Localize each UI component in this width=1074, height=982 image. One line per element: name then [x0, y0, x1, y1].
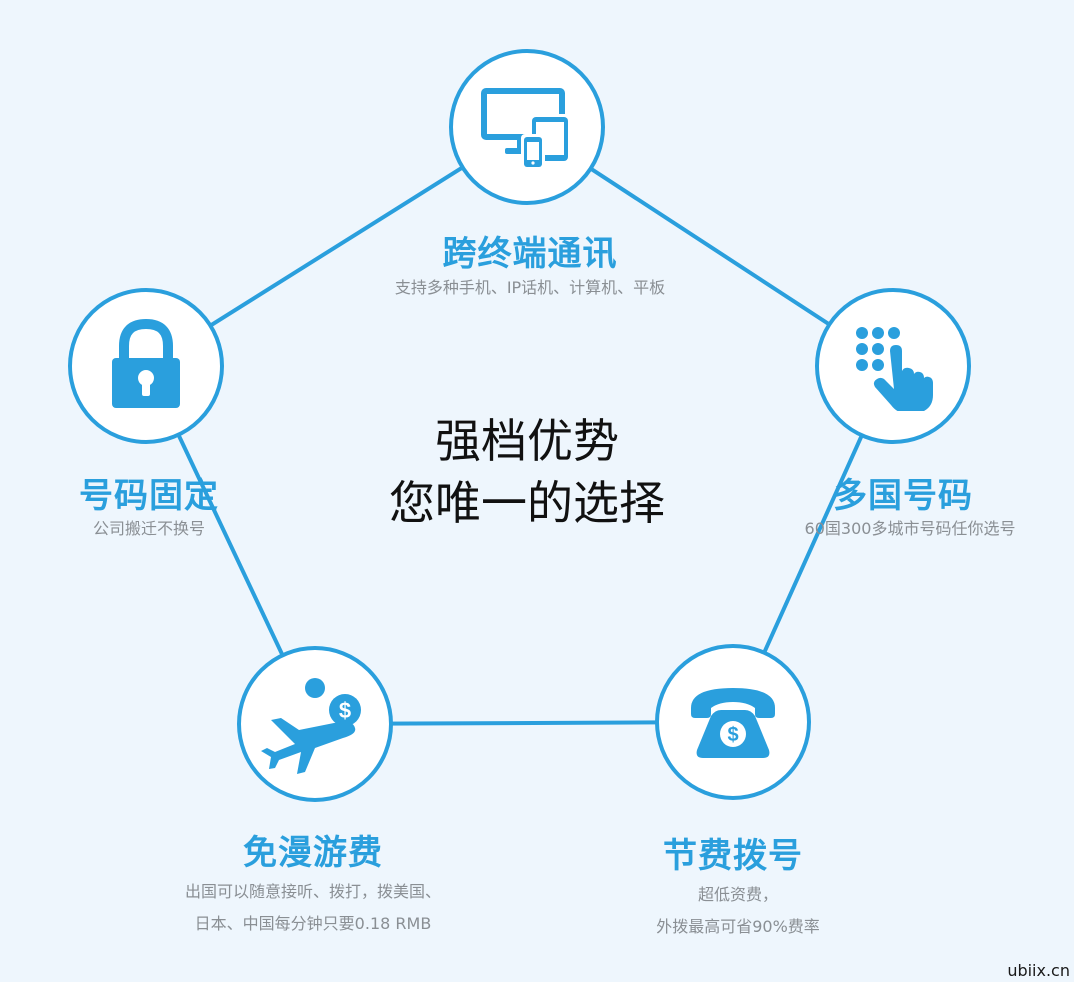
center-headline-line1: 强档优势 [435, 414, 619, 468]
svg-text:$: $ [727, 724, 738, 746]
no-roaming-desc-line2: 日本、中国每分钟只要0.18 RMB [194, 914, 432, 933]
dial-savings-desc: 超低资费， 外拨最高可省90%费率 [656, 879, 820, 943]
fixed-number-node [68, 288, 224, 444]
cross-device-desc: 支持多种手机、IP话机、计算机、平板 [394, 278, 666, 297]
phone-dollar-icon: $ [691, 688, 775, 758]
multi-country-title: 多国号码 [833, 476, 973, 516]
fixed-number-title: 号码固定 [79, 476, 219, 516]
multi-country-desc: 60国300多城市号码任你选号 [804, 519, 1016, 538]
no-roaming-desc: 出国可以随意接听、拨打，拨美国、 日本、中国每分钟只要0.18 RMB [185, 876, 441, 940]
dial-savings-title: 节费拨号 [663, 836, 803, 876]
no-roaming-title: 免漫游费 [243, 833, 383, 873]
no-roaming-node: $ [237, 646, 393, 802]
lock-icon [112, 318, 180, 408]
svg-text:$: $ [339, 698, 351, 723]
airplane-dollar-icon: $ [261, 678, 361, 774]
devices-icon [481, 88, 571, 170]
fixed-number-desc: 公司搬迁不换号 [92, 519, 206, 538]
center-headline-line2: 您唯一的选择 [389, 476, 665, 530]
no-roaming-desc-line1: 出国可以随意接听、拨打，拨美国、 [184, 882, 442, 901]
center-headline: 强档优势 您唯一的选择 [389, 410, 665, 534]
cross-device-title: 跨终端通讯 [442, 234, 618, 274]
dial-savings-node: $ [655, 644, 811, 800]
dial-savings-desc-line2: 外拨最高可省90%费率 [656, 917, 820, 936]
keypad-tap-icon [856, 327, 933, 411]
watermark: ubiix.cn [1007, 961, 1070, 980]
dial-savings-desc-line1: 超低资费， [697, 885, 779, 904]
cross-device-node [449, 49, 605, 205]
multi-country-node [815, 288, 971, 444]
